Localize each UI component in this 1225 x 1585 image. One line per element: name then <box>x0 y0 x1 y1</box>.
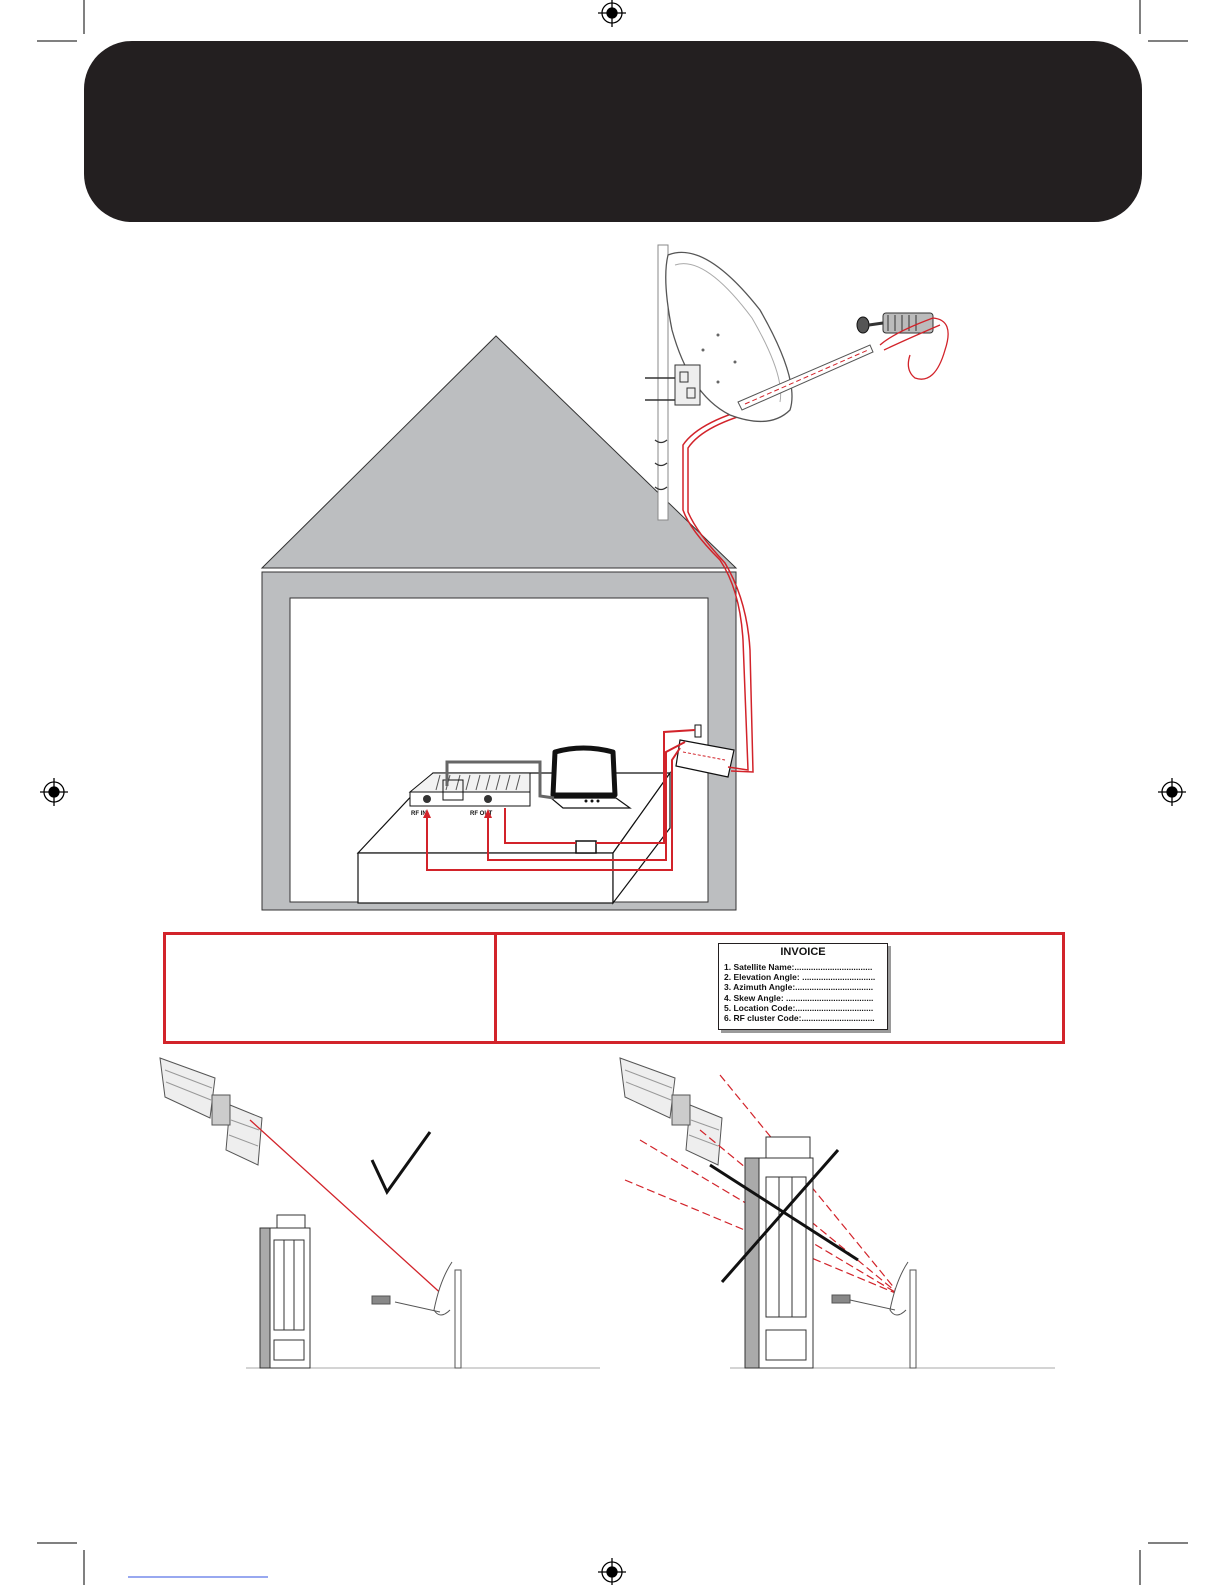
cross-mark-icon <box>709 1149 859 1283</box>
house-roof <box>260 335 738 569</box>
info-box-left <box>163 932 497 1044</box>
dish-mast <box>654 244 669 521</box>
satellite <box>159 1057 263 1166</box>
satellite-dish <box>645 251 949 423</box>
scene-blocked-line-of-sight <box>619 1057 1055 1369</box>
splitter <box>575 840 597 854</box>
indoor-cables <box>426 729 696 871</box>
header-banner <box>84 41 1142 222</box>
rf-in-label: RF IN <box>411 811 427 817</box>
registration-mark-icon <box>40 778 68 806</box>
invoice-title: INVOICE <box>780 946 826 958</box>
check-mark-icon <box>370 1131 432 1195</box>
invoice-line: 2. Elevation Angle: ....................… <box>724 972 876 983</box>
invoice-line: 4. Skew Angle: .........................… <box>724 992 874 1003</box>
wall-plate <box>675 724 735 778</box>
registration-mark-icon <box>598 1558 626 1585</box>
television <box>549 745 632 809</box>
invoice-card: INVOICE 1. Satellite Name:..............… <box>718 943 888 1030</box>
outdoor-cable <box>682 404 763 773</box>
registration-mark-icon <box>598 0 626 27</box>
scene-clear-line-of-sight <box>159 1057 600 1369</box>
small-dish <box>831 1261 917 1369</box>
satellite <box>619 1057 723 1166</box>
tv-cable <box>445 760 555 800</box>
rf-out-label: RF OUT <box>470 811 493 817</box>
building <box>744 1136 814 1369</box>
cable-arrows <box>423 809 492 818</box>
invoice-line: 6. RF cluster Code:.....................… <box>724 1013 875 1024</box>
small-dish <box>371 1261 462 1369</box>
building <box>259 1214 311 1369</box>
invoice-line: 1. Satellite Name:......................… <box>724 962 873 972</box>
invoice-line: 3. Azimuth Angle:.......................… <box>724 982 874 993</box>
info-box-right <box>494 932 1065 1044</box>
crop-marks <box>37 0 1188 1585</box>
registration-mark-icon <box>1158 778 1186 806</box>
satellite-receiver: RF IN RF OUT <box>408 772 531 817</box>
invoice-line: 5. Location Code:.......................… <box>724 1002 874 1013</box>
